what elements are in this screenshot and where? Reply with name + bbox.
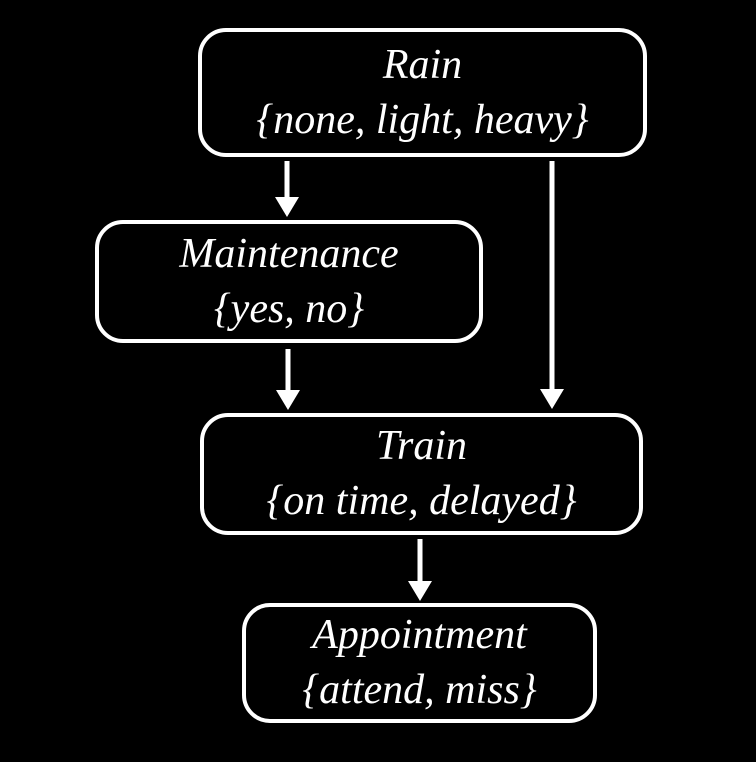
- node-train-values: {on time, delayed}: [266, 478, 577, 524]
- node-maintenance: Maintenance {yes, no}: [95, 220, 483, 343]
- node-appointment-label: Appointment: [312, 612, 527, 658]
- node-rain-values: {none, light, heavy}: [256, 96, 589, 143]
- node-rain-label: Rain: [382, 41, 463, 88]
- node-appointment-values: {attend, miss}: [302, 667, 537, 713]
- node-appointment: Appointment {attend, miss}: [242, 603, 597, 723]
- edge-rain-to-maintenance-arrow: [275, 161, 299, 217]
- node-maintenance-label: Maintenance: [179, 230, 399, 277]
- edge-train-to-appointment-arrow: [408, 539, 432, 601]
- node-train: Train {on time, delayed}: [200, 413, 643, 535]
- node-maintenance-values: {yes, no}: [213, 285, 365, 332]
- edge-maintenance-to-train-arrow: [276, 349, 300, 410]
- node-train-label: Train: [375, 423, 468, 469]
- node-rain: Rain {none, light, heavy}: [198, 28, 647, 157]
- edge-rain-to-train-arrow: [540, 161, 564, 409]
